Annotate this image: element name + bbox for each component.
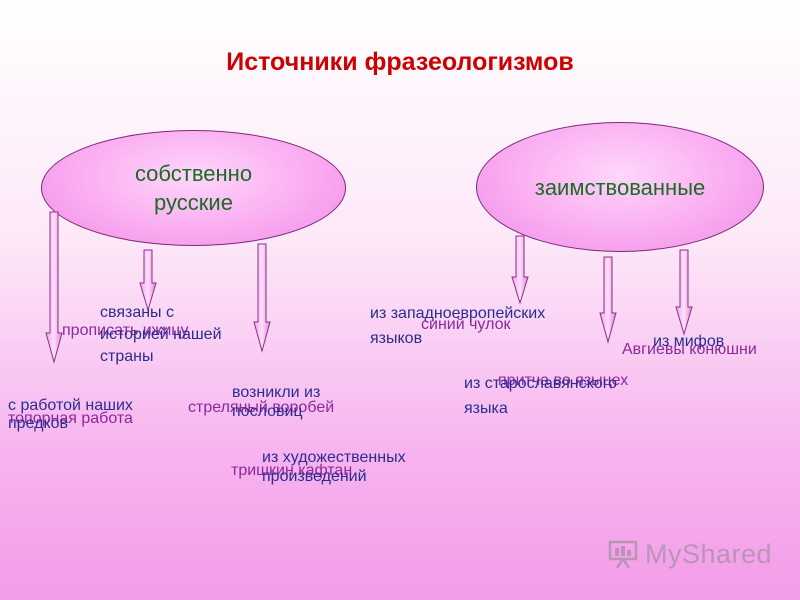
arrow-icon: [139, 249, 157, 312]
source-text: связаны с историей нашей страны: [100, 304, 222, 365]
example-text: тришкин кафтан: [231, 462, 353, 479]
example-text: топорная работа: [8, 410, 133, 427]
example-text: прописать ижицу: [62, 322, 189, 339]
example-text: стреляный воробей: [188, 399, 335, 416]
arrow-icon: [253, 243, 271, 353]
source-text: из старославянского языка: [464, 375, 618, 417]
example-text: притча во языцех: [498, 372, 629, 389]
source-text: из мифов: [653, 333, 725, 350]
arrow-icon: [675, 249, 693, 336]
example-text: синий чулок: [421, 316, 511, 333]
source-text: возникли из пословиц: [232, 384, 321, 420]
native-russian-ellipse: собственно русские: [41, 130, 346, 246]
source-text: из художественных произведений: [262, 449, 406, 485]
native-russian-label: собственно русские: [134, 161, 253, 215]
arrow-icon: [511, 235, 529, 305]
borrowed-label: заимствованные: [534, 174, 706, 200]
watermark-text: MyShared: [645, 538, 773, 569]
myshared-logo: MyShared: [607, 537, 772, 571]
arrow-icon: [599, 256, 617, 344]
source-text: из западноевропейских языков: [370, 305, 546, 347]
page-title: Источники фразеологизмов: [226, 48, 574, 76]
presentation-board-icon: [608, 540, 638, 569]
example-text: Авгиевы конюшни: [622, 341, 757, 358]
borrowed-ellipse: заимствованные: [476, 122, 764, 252]
source-text: с работой наших предков: [8, 397, 133, 432]
arrow-icon: [45, 211, 63, 364]
